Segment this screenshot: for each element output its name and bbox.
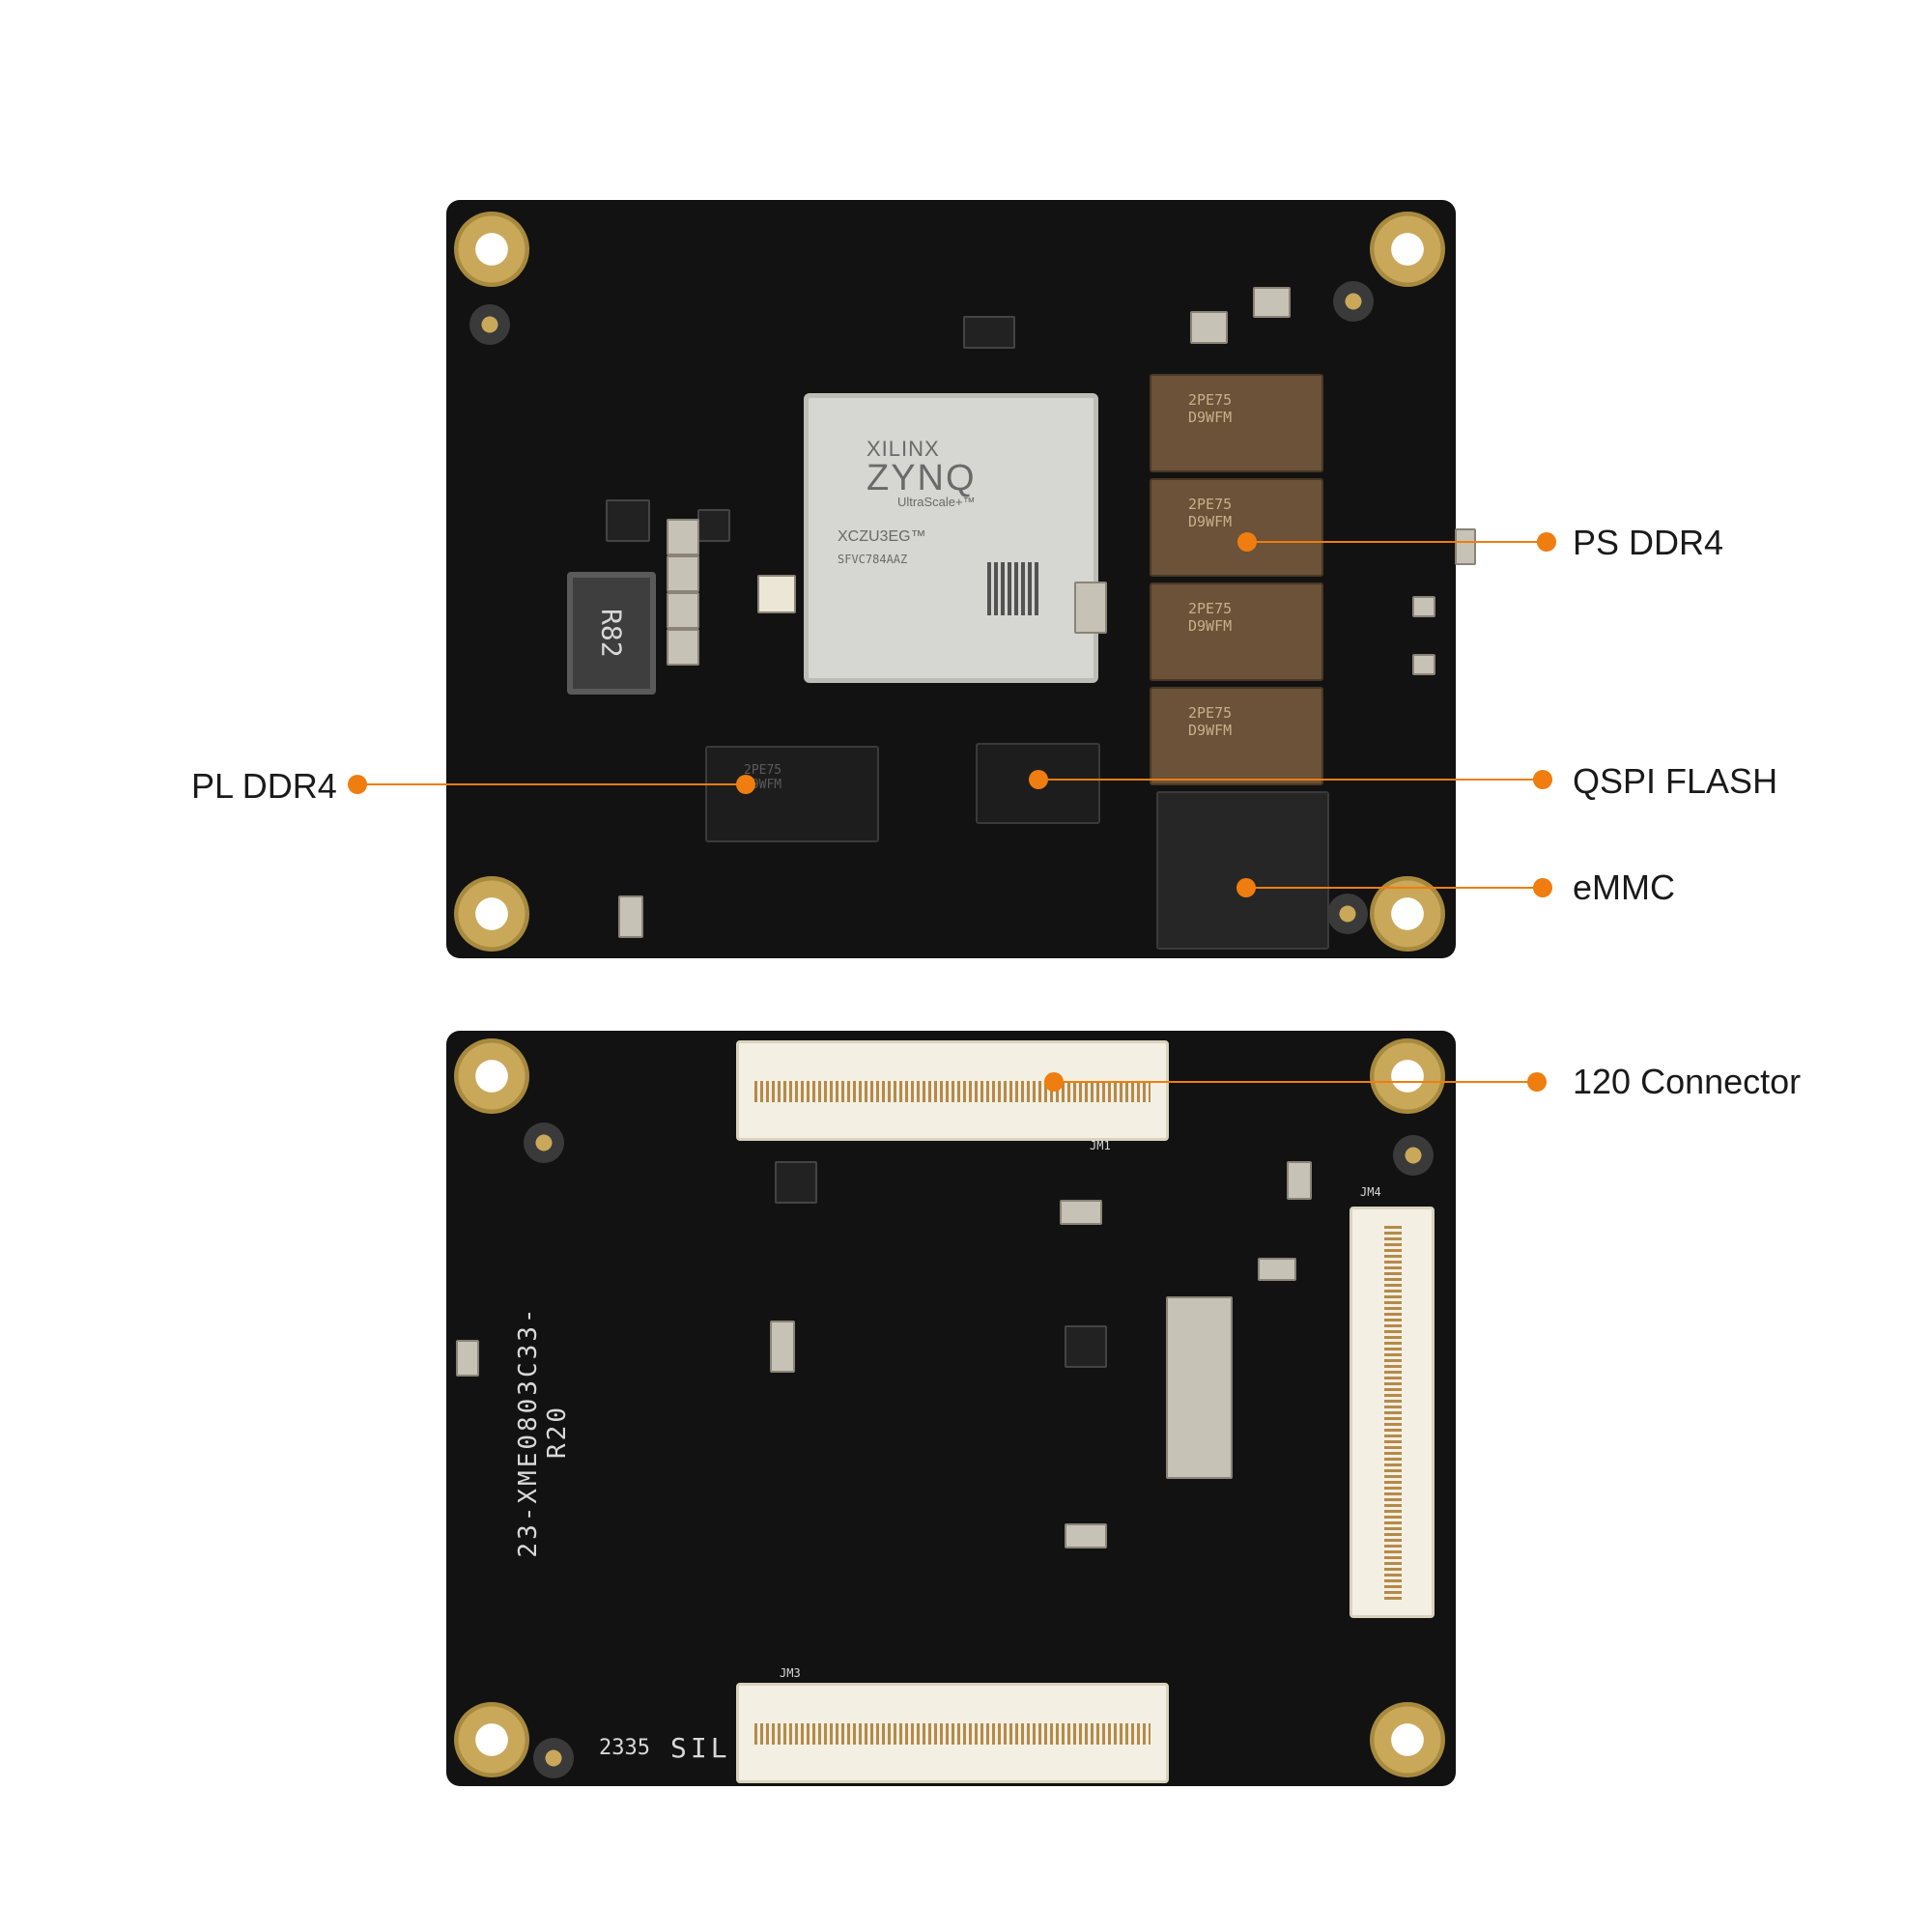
soc-qr-code [987,562,1040,615]
ps-ddr4-chip: 2PE75 D9WFM [1150,478,1323,577]
ddr-marking: D9WFM [1188,409,1233,426]
ic-small [697,509,730,542]
mounting-hole [1370,1038,1445,1114]
oscillator [757,575,796,613]
capacitor [1060,1200,1102,1225]
emmc-chip [1156,791,1329,950]
connector-120-point [1527,1072,1547,1092]
jm3-label: JM3 [780,1666,801,1680]
capacitor [1065,1523,1107,1548]
ic-small [606,499,650,542]
soc-package: SFVC784AAZ [838,553,908,566]
via-hole [1393,1135,1434,1176]
ddr-marking: 2PE75 [1188,704,1233,722]
capacitor [667,592,699,629]
jm1-120-pin-connector [736,1040,1169,1141]
capacitor [1412,596,1435,617]
ps-ddr4-label: PS DDR4 [1573,523,1724,562]
capacitor [667,555,699,592]
board-bottom-side: JM1 JM4 JM3 23-XME0803C33-R20 2335 SIL [446,1031,1456,1786]
mounting-hole [1370,876,1445,952]
ps-ddr4-chip: 2PE75 D9WFM [1150,582,1323,681]
mounting-hole [1370,1702,1445,1777]
capacitor [667,519,699,555]
capacitor [1455,528,1476,565]
capacitor [456,1340,479,1377]
qspi-flash-label: QSPI FLASH [1573,761,1778,801]
soc-family: ZYNQ [867,458,977,498]
emmc-leader-line [1246,887,1542,889]
capacitor [1412,654,1435,675]
capacitor [618,895,643,938]
mounting-hole [454,876,529,952]
crystal-y1 [963,316,1015,349]
capacitor [1287,1161,1312,1200]
via-hole [469,304,510,345]
ddr-marking: 2PE75 [744,763,782,778]
ic-small [1065,1325,1107,1368]
via-hole [533,1738,574,1778]
capacitor [1190,311,1228,344]
jm1-label: JM1 [1090,1139,1111,1152]
soc-part-number: XCZU3EG™ [838,528,926,545]
board-id-text: 23-XME0803C33-R20 [514,1305,572,1558]
power-inductor: R82 [567,572,656,695]
capacitor [770,1321,795,1373]
ddr-marking: 2PE75 [1188,391,1233,409]
capacitor [1253,287,1291,318]
via-hole [1333,281,1374,322]
jm4-connector [1350,1207,1435,1618]
mounting-hole [454,1038,529,1114]
capacitor-array [1166,1296,1233,1479]
ddr-marking: D9WFM [1188,617,1233,635]
emmc-point [1533,878,1552,897]
jm3-connector [736,1683,1169,1783]
via-hole [524,1122,564,1163]
board-top-side: XILINX ZYNQ UltraScale+™ XCZU3EG™ SFVC78… [446,200,1476,958]
ddr-marking: 2PE75 [1188,496,1233,513]
pl-ddr4-chip: 2PE75 D9WFM [705,746,879,842]
capacitor [667,629,699,666]
ps-ddr4-chip: 2PE75 D9WFM [1150,687,1323,785]
capacitor [1258,1258,1296,1281]
ps-ddr4-leader-line [1247,541,1547,543]
emmc-label: eMMC [1573,867,1675,907]
pl-ddr4-label: PL DDR4 [191,766,337,806]
mounting-hole [454,1702,529,1777]
ddr-marking: D9WFM [1188,513,1233,530]
connector-120-label: 120 Connector [1573,1062,1802,1101]
pl-ddr4-point [736,775,755,794]
soc-brand: XILINX [867,437,940,461]
ddr-marking: D9WFM [744,778,782,792]
ic-small [775,1161,817,1204]
qspi-flash-point [1533,770,1552,789]
qspi-flash-leader-line [1038,779,1541,781]
soc-series: UltraScale+™ [897,495,976,509]
pl-ddr4-leader-line [357,783,746,785]
zynq-soc-chip: XILINX ZYNQ UltraScale+™ XCZU3EG™ SFVC78… [804,393,1098,683]
mounting-hole [1370,212,1445,287]
jm4-label: JM4 [1360,1185,1381,1199]
date-code: 2335 [599,1736,650,1760]
ddr-marking: D9WFM [1188,722,1233,739]
ddr-marking: 2PE75 [1188,600,1233,617]
ps-ddr4-point [1537,532,1556,552]
connector-120-leader-line [1054,1081,1537,1083]
maker-mark: SIL [670,1732,731,1764]
qspi-flash-chip [976,743,1100,824]
via-hole [1327,894,1368,934]
mounting-hole [454,212,529,287]
ps-ddr4-chip: 2PE75 D9WFM [1150,374,1323,472]
inductor-label: R82 [595,609,628,658]
capacitor [1074,582,1107,634]
